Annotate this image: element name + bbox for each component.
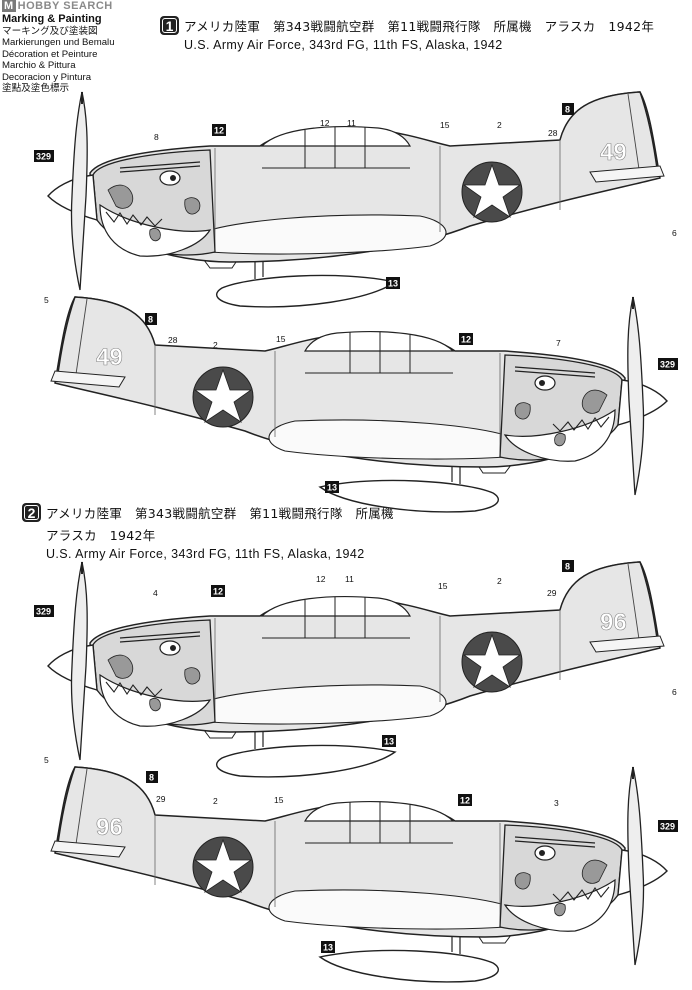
aircraft-2-right-profile — [50, 766, 668, 983]
callout-label: 12 — [214, 126, 224, 136]
watermark-badge: M — [2, 0, 16, 12]
tail-code: 96 — [600, 609, 627, 636]
aircraft-1-left-profile — [47, 91, 665, 308]
callout-label: 7 — [556, 338, 561, 348]
callout-label: 2 — [497, 576, 502, 586]
legend-line: Décoration et Peinture — [2, 48, 98, 60]
callout-label: 15 — [274, 795, 284, 805]
legend-line: マーキング及び塗装図 — [2, 25, 98, 37]
callout-label: 29 — [156, 794, 166, 804]
callouts-view-3: 329 4 12 12 11 15 2 8 29 13 6 — [34, 560, 677, 747]
callout-label: 29 — [547, 588, 557, 598]
callout-label: 13 — [384, 737, 394, 747]
callout-label: 5 — [44, 295, 49, 305]
callout-label: 12 — [460, 796, 470, 806]
tail-code: 49 — [600, 139, 627, 166]
callout-label: 13 — [327, 483, 337, 493]
callout-label: 15 — [276, 334, 286, 344]
callout-label: 4 — [153, 588, 158, 598]
callout-label: 11 — [347, 118, 356, 128]
callout-label: 13 — [388, 279, 398, 289]
watermark-text: HOBBY SEARCH — [17, 0, 113, 12]
callout-label: 28 — [548, 128, 558, 138]
callout-label: 12 — [320, 118, 330, 128]
callout-label: 5 — [44, 755, 49, 765]
scheme-number-badge: 1 — [160, 16, 179, 35]
callout-label: 11 — [345, 574, 354, 584]
legend-title: Marking & Painting — [2, 13, 102, 25]
marking-legend: Marking & Painting マーキング及び塗装図 Markierung… — [2, 13, 115, 95]
scheme-jp-title: アメリカ陸軍 第343戦闘航空群 第11戦闘飛行隊 所属機 アラスカ 1942年 — [184, 19, 655, 34]
callout-label: 8 — [565, 562, 570, 572]
callout-label: 6 — [672, 228, 677, 238]
legend-line: 塗點及塗色標示 — [2, 83, 70, 94]
callout-label: 12 — [316, 574, 326, 584]
aircraft-2-left-profile — [47, 561, 665, 778]
scheme-jp-title: アメリカ陸軍 第343戦闘航空群 第11戦闘飛行隊 所属機 — [46, 506, 394, 521]
callout-label: 329 — [660, 822, 675, 832]
tail-code: 96 — [96, 814, 123, 841]
callout-label: 13 — [323, 943, 333, 953]
callout-label: 3 — [554, 798, 559, 808]
callout-label: 15 — [438, 581, 448, 591]
legend-line: Markierungen und Bemalu — [2, 37, 115, 48]
callout-label: 6 — [672, 687, 677, 697]
callout-label: 8 — [148, 315, 153, 325]
callout-label: 28 — [168, 335, 178, 345]
callout-label: 2 — [213, 340, 218, 350]
scheme-en-title: U.S. Army Air Force, 343rd FG, 11th FS, … — [184, 38, 503, 52]
scheme-1-header: 1 アメリカ陸軍 第343戦闘航空群 第11戦闘飛行隊 所属機 アラスカ 194… — [160, 16, 654, 52]
callout-label: 8 — [565, 105, 570, 115]
callout-label: 8 — [154, 132, 159, 142]
legend-line: Decoracion y Pintura — [2, 71, 92, 83]
callout-label: 15 — [440, 120, 450, 130]
tail-code: 49 — [96, 344, 123, 371]
callout-label: 329 — [36, 607, 51, 617]
callout-label: 329 — [660, 360, 675, 370]
callouts-view-2: 5 8 28 2 15 12 7 329 13 — [44, 295, 678, 493]
callouts-view-4: 5 8 29 2 15 12 3 329 13 — [44, 755, 678, 953]
scheme-jp-title-2: アラスカ 1942年 — [46, 528, 156, 543]
callout-label: 2 — [213, 796, 218, 806]
callout-label: 12 — [461, 335, 471, 345]
legend-line: Marchio & Pittura — [2, 60, 76, 71]
scheme-en-title: U.S. Army Air Force, 343rd FG, 11th FS, … — [46, 547, 365, 561]
callouts-view-1: 329 8 12 12 11 15 2 8 28 13 6 — [34, 103, 677, 289]
callout-label: 12 — [213, 587, 223, 597]
callout-label: 2 — [497, 120, 502, 130]
callout-label: 8 — [149, 773, 154, 783]
scheme-2-header: 2 アメリカ陸軍 第343戦闘航空群 第11戦闘飛行隊 所属機 アラスカ 194… — [22, 503, 394, 561]
aircraft-1-right-profile — [50, 296, 668, 513]
callout-label: 329 — [36, 152, 51, 162]
scheme-number-badge: 2 — [22, 503, 41, 522]
